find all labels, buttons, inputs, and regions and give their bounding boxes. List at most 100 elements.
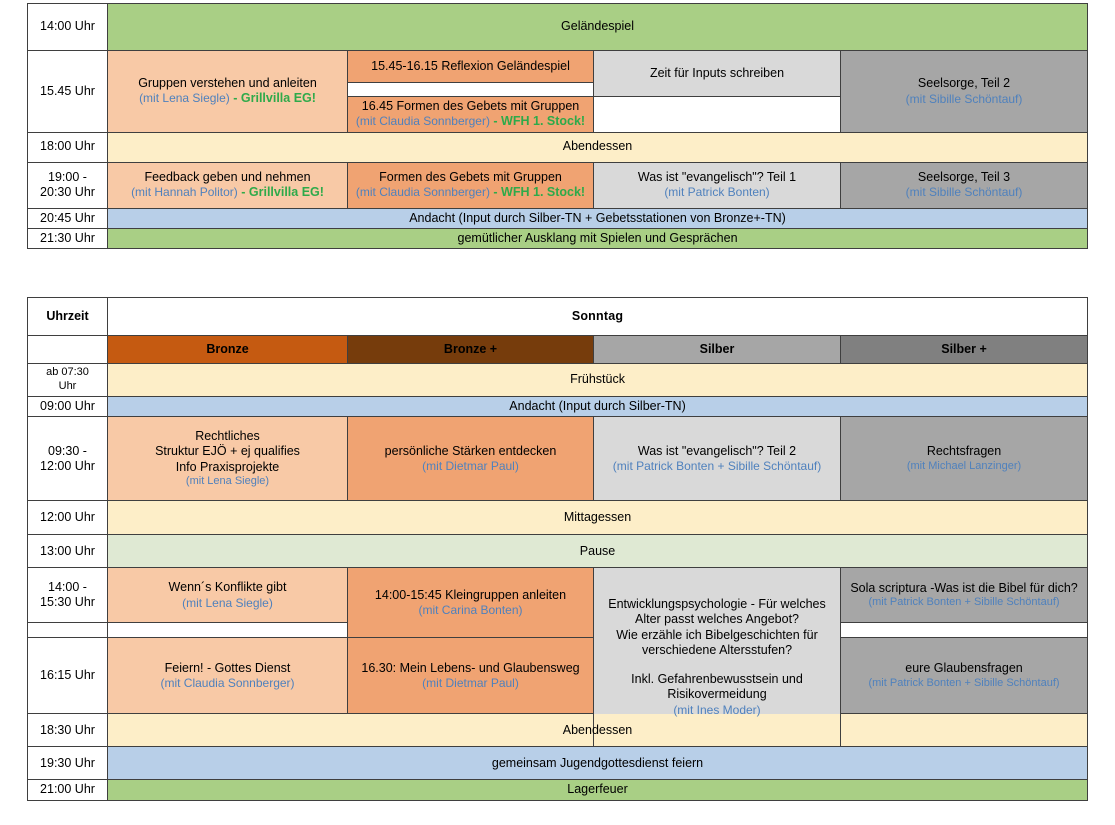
activity-person: (mit Sibille Schöntauf) — [905, 91, 1023, 106]
activity-title: Sola scriptura -Was ist die Bibel für di… — [850, 580, 1078, 595]
table-row: 16.45 Formen des Gebets mit Gruppen (mit… — [28, 96, 1088, 133]
row-time-line1: ab 07:30 — [46, 366, 89, 379]
header-uhrzeit: Uhrzeit — [27, 297, 108, 336]
table-row: 19:00 - 20:30 Uhr Feedback geben und neh… — [27, 161, 1089, 209]
activity-title: Rechtsfragen — [926, 444, 1002, 459]
header-track-silber: Silber — [593, 335, 841, 364]
spacer-cell — [347, 82, 594, 97]
activity-meta: (mit Claudia Sonnberger) - WFH 1. Stock! — [351, 114, 590, 129]
row-time: 18:30 Uhr — [27, 713, 108, 748]
saturday-schedule-table: 14:00 Uhr Geländespiel 15.45 Uhr Gruppen… — [27, 3, 1089, 250]
row-time: 09:30 - 12:00 Uhr — [27, 416, 108, 502]
table-row: 09:00 Uhr Andacht (Input durch Silber-TN… — [27, 395, 1089, 418]
activity-title: Was ist "evangelisch"? Teil 1 — [637, 170, 797, 185]
activity-cell-gemuetlicher-ausklang: gemütlicher Ausklang mit Spielen und Ges… — [106, 227, 1089, 250]
header-track-bronze-plus: Bronze + — [347, 335, 594, 364]
activity-line: Rechtliches — [195, 429, 260, 443]
activity-person: (mit Patrick Bonten + Sibille Schöntauf) — [612, 459, 822, 474]
activity-cell-lagerfeuer: Lagerfeuer — [106, 779, 1089, 801]
table-header-row: Uhrzeit Sonntag — [27, 297, 1089, 336]
spacer-cell — [107, 622, 348, 639]
row-time: 13:00 Uhr — [27, 534, 108, 569]
activity-cell-rechtliches: Rechtliches Struktur EJÖ + ej qualifies … — [107, 416, 348, 502]
activity-cell-wenns-konflikte-gibt: Wenn´s Konflikte gibt (mit Lena Siegle) — [107, 567, 348, 624]
activity-line: verschiedene Altersstufen? — [641, 642, 793, 657]
activity-person: (mit Hannah Politor) — [131, 185, 238, 199]
activity-title: Seelsorge, Teil 2 — [917, 76, 1011, 91]
spacer-cell — [593, 96, 841, 133]
table-row: 15.45 Uhr Gruppen verstehen und anleiten… — [27, 50, 1089, 133]
header-day-title: Sonntag — [106, 297, 1089, 336]
activity-cell-persoenliche-staerken: persönliche Stärken entdecken (mit Dietm… — [347, 416, 594, 502]
activity-title: Feiern! - Gottes Dienst — [164, 660, 291, 675]
table-row: 19:30 Uhr gemeinsam Jugendgottesdienst f… — [27, 746, 1089, 781]
activity-person: (mit Carina Bonten) — [418, 603, 523, 618]
activity-cell-mein-lebens-und-glaubensweg: 16.30: Mein Lebens- und Glaubensweg (mit… — [347, 637, 594, 715]
activity-cell-mittagessen: Mittagessen — [106, 500, 1089, 536]
activity-cell-pause: Pause — [106, 534, 1089, 569]
activity-line: Alter passt welches Angebot? — [635, 612, 799, 627]
row-time: 18:00 Uhr — [27, 131, 108, 163]
table-header-row-tracks: Bronze Bronze + Silber Silber + — [27, 335, 1089, 364]
table-row: 21:00 Uhr Lagerfeuer — [27, 779, 1089, 801]
activity-cell-kleingruppen-anleiten: 14:00-15:45 Kleingruppen anleiten (mit C… — [347, 567, 594, 639]
activity-cell-formen-des-gebets-1645: 16.45 Formen des Gebets mit Gruppen (mit… — [347, 96, 594, 133]
activity-line: Risikovermeidung — [667, 687, 767, 702]
activity-person: (mit Claudia Sonnberger) — [160, 676, 295, 691]
activity-cell-zeit-fuer-inputs: Zeit für Inputs schreiben — [593, 50, 841, 97]
activity-person: (mit Patrick Bonten) — [664, 185, 770, 200]
row-time-line2: Uhr — [58, 380, 77, 392]
activity-line-gap — [597, 658, 837, 672]
activity-line: Wie erzähle ich Bibelgeschichten für — [616, 627, 818, 642]
activity-person: (mit Dietmar Paul) — [422, 459, 519, 474]
activity-person: (mit Michael Lanzinger) — [906, 459, 1022, 472]
activity-line: Inkl. Gefahrenbewusstsein und — [631, 672, 803, 687]
activity-place: - Grillvilla EG! — [237, 185, 324, 199]
activity-meta: (mit Lena Siegle) - Grillvilla EG! — [111, 91, 344, 106]
row-time: 14:00 Uhr — [27, 3, 108, 51]
row-time: 14:00 - 15:30 Uhr — [27, 567, 108, 624]
sunday-schedule-table: Uhrzeit Sonntag Bronze Bronze + Silber S… — [27, 297, 1089, 801]
table-row: 21:30 Uhr gemütlicher Ausklang mit Spiel… — [27, 227, 1089, 250]
row-time-line2: 15:30 Uhr — [40, 595, 95, 610]
activity-place: - WFH 1. Stock! — [489, 114, 586, 129]
table-row: 14:00 Uhr Geländespiel — [27, 3, 1089, 51]
row-time: 16:15 Uhr — [27, 637, 108, 715]
activity-place: - Grillvilla EG! — [229, 91, 316, 106]
activity-title: 16.45 Formen des Gebets mit Gruppen — [361, 99, 580, 113]
row-time-line1: 09:30 - — [48, 443, 87, 458]
activity-cell-gruppen-verstehen: Gruppen verstehen und anleiten (mit Lena… — [107, 50, 348, 133]
table-row: 18:00 Uhr Abendessen — [27, 131, 1089, 163]
activity-person: (mit Lena Siegle) — [185, 474, 270, 487]
activity-cell-andacht-sonntag: Andacht (Input durch Silber-TN) — [106, 395, 1089, 418]
activity-title: Seelsorge, Teil 3 — [917, 170, 1011, 185]
activity-cell-feiern-gottes-dienst: Feiern! - Gottes Dienst (mit Claudia Son… — [107, 637, 348, 715]
activity-title: Was ist "evangelisch"? Teil 2 — [637, 443, 797, 458]
activity-cell-jugendgottesdienst: gemeinsam Jugendgottesdienst feiern — [106, 746, 1089, 781]
activity-person: (mit Sibille Schöntauf) — [905, 185, 1023, 200]
row-time: 21:30 Uhr — [27, 227, 108, 250]
spacer-time-cell — [27, 622, 108, 639]
activity-cell-feedback-geben: Feedback geben und nehmen (mit Hannah Po… — [107, 161, 348, 209]
activity-title: persönliche Stärken entdecken — [384, 443, 557, 458]
activity-title: Feedback geben und nehmen — [144, 169, 311, 184]
activity-person: (mit Patrick Bonten + Sibille Schöntauf) — [868, 596, 1060, 608]
activity-title: Formen des Gebets mit Gruppen — [379, 169, 562, 184]
activity-line: Struktur EJÖ + ej qualifies — [155, 444, 300, 459]
table-row: ab 07:30 Uhr Frühstück — [27, 363, 1089, 397]
activity-title: Wenn´s Konflikte gibt — [168, 580, 287, 595]
row-time: 09:00 Uhr — [27, 395, 108, 418]
activity-person: (mit Lena Siegle) — [182, 595, 273, 610]
activity-line: Info Praxisprojekte — [175, 459, 280, 474]
activity-person: (mit Lena Siegle) — [139, 91, 230, 106]
row-time-line2: 12:00 Uhr — [40, 458, 95, 473]
row-time: 19:30 Uhr — [27, 746, 108, 781]
activity-cell-rechtsfragen: Rechtsfragen (mit Michael Lanzinger) — [839, 416, 1089, 502]
activity-meta: (mit Claudia Sonnberger) - WFH 1. Stock! — [351, 185, 590, 200]
activity-title: eure Glaubensfragen — [905, 661, 1023, 676]
table-row: 14:00 - 15:30 Uhr Wenn´s Konflikte gibt … — [27, 567, 1089, 748]
activity-person: (mit Dietmar Paul) — [422, 676, 519, 691]
activity-cell-gelaendespiel: Geländespiel — [106, 3, 1089, 51]
activity-cell-was-ist-evangelisch-teil-1: Was ist "evangelisch"? Teil 1 (mit Patri… — [593, 161, 841, 209]
